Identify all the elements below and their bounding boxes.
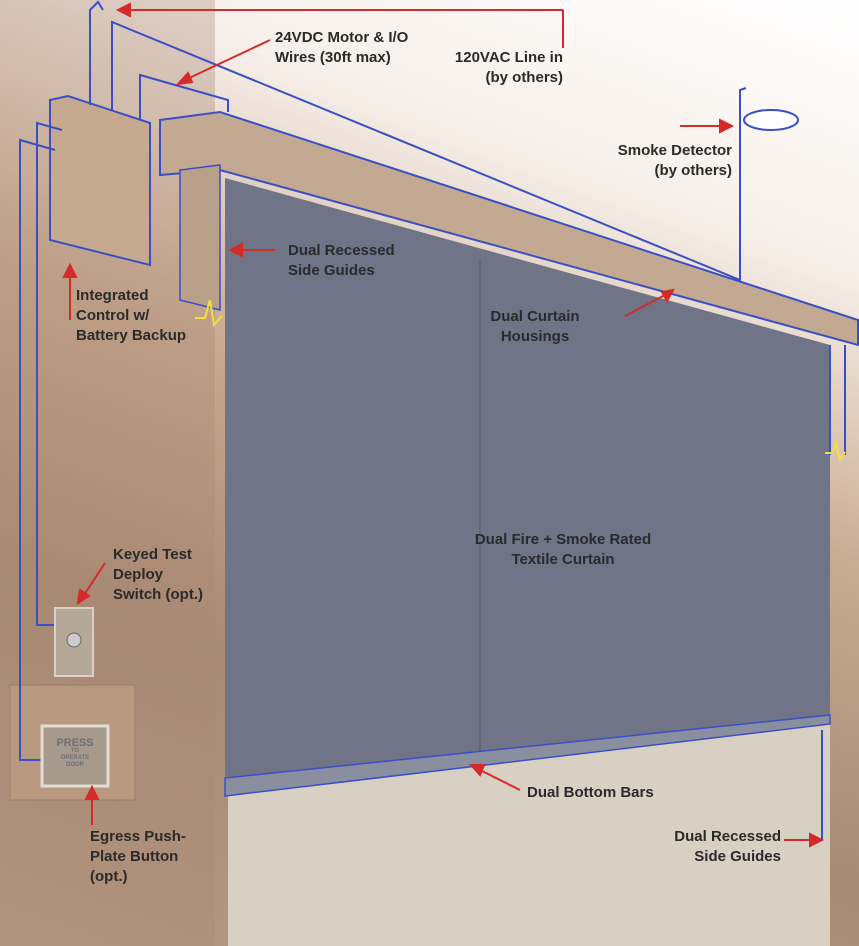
- label-line: Wires (30ft max): [275, 49, 391, 66]
- label-line: Side Guides: [694, 848, 781, 865]
- plate-word: OPERATE: [60, 755, 90, 761]
- label-curtain: Dual Fire + Smoke Rated Textile Curtain: [453, 530, 673, 570]
- label-line: (by others): [485, 69, 563, 86]
- label-line: Dual Fire + Smoke Rated: [474, 531, 652, 548]
- label-motor-wires: 24VDC Motor & I/O Wires (30ft max): [275, 28, 408, 68]
- side-guide-left: [179, 164, 221, 311]
- label-side-guides-bottom: Dual Recessed Side Guides: [674, 827, 781, 867]
- smoke-detector: [743, 109, 799, 131]
- key-icon: [66, 632, 82, 648]
- label-control: Integrated Control w/ Battery Backup: [76, 286, 186, 346]
- label-line: Battery Backup: [76, 327, 187, 344]
- signal-icon: [195, 299, 223, 328]
- label-line: 24VDC Motor & I/O: [275, 29, 409, 46]
- label-line: Textile Curtain: [511, 551, 615, 568]
- label-line: Control w/: [76, 307, 150, 324]
- label-line: Smoke Detector: [617, 142, 732, 159]
- label-line: (by others): [654, 162, 732, 179]
- label-line: Integrated: [76, 287, 149, 304]
- wiring: [19, 0, 747, 761]
- bottom-bar: [224, 714, 831, 797]
- label-line: (opt.): [90, 868, 128, 885]
- label-housings: Dual Curtain Housings: [470, 307, 600, 347]
- curtain: [225, 178, 830, 778]
- label-line: Keyed Test: [113, 546, 192, 563]
- label-line-in: 120VAC Line in (by others): [455, 48, 563, 88]
- arrows: [62, 2, 825, 848]
- label-line: Dual Recessed: [674, 828, 781, 845]
- label-line: Housings: [500, 328, 570, 345]
- push-plate-text: PRESS TO OPERATE DOOR: [44, 728, 106, 784]
- plate-word: DOOR: [66, 762, 84, 768]
- push-plate-button[interactable]: [40, 724, 110, 788]
- label-line: Dual Curtain: [490, 308, 580, 325]
- signal-icon: [825, 439, 846, 463]
- label-line: Dual Bottom Bars: [527, 784, 654, 801]
- label-line: Plate Button: [90, 848, 179, 865]
- label-line: Dual Recessed: [288, 242, 395, 259]
- control-box: [49, 94, 151, 267]
- label-bottom-bars: Dual Bottom Bars: [527, 783, 654, 803]
- label-line: Deploy: [113, 566, 164, 583]
- label-line: Side Guides: [288, 262, 375, 279]
- label-line: Egress Push-: [90, 828, 186, 845]
- label-side-guides-top: Dual Recessed Side Guides: [288, 241, 395, 281]
- curtain-housing: [159, 110, 859, 347]
- label-push-plate: Egress Push- Plate Button (opt.): [90, 827, 186, 887]
- label-test-switch: Keyed Test Deploy Switch (opt.): [113, 545, 203, 605]
- label-line: Switch (opt.): [113, 586, 203, 603]
- plate-word: PRESS: [56, 737, 94, 749]
- label-line: 120VAC Line in: [454, 49, 563, 66]
- plate-word: TO: [70, 748, 80, 754]
- label-smoke-detector: Smoke Detector (by others): [618, 141, 732, 181]
